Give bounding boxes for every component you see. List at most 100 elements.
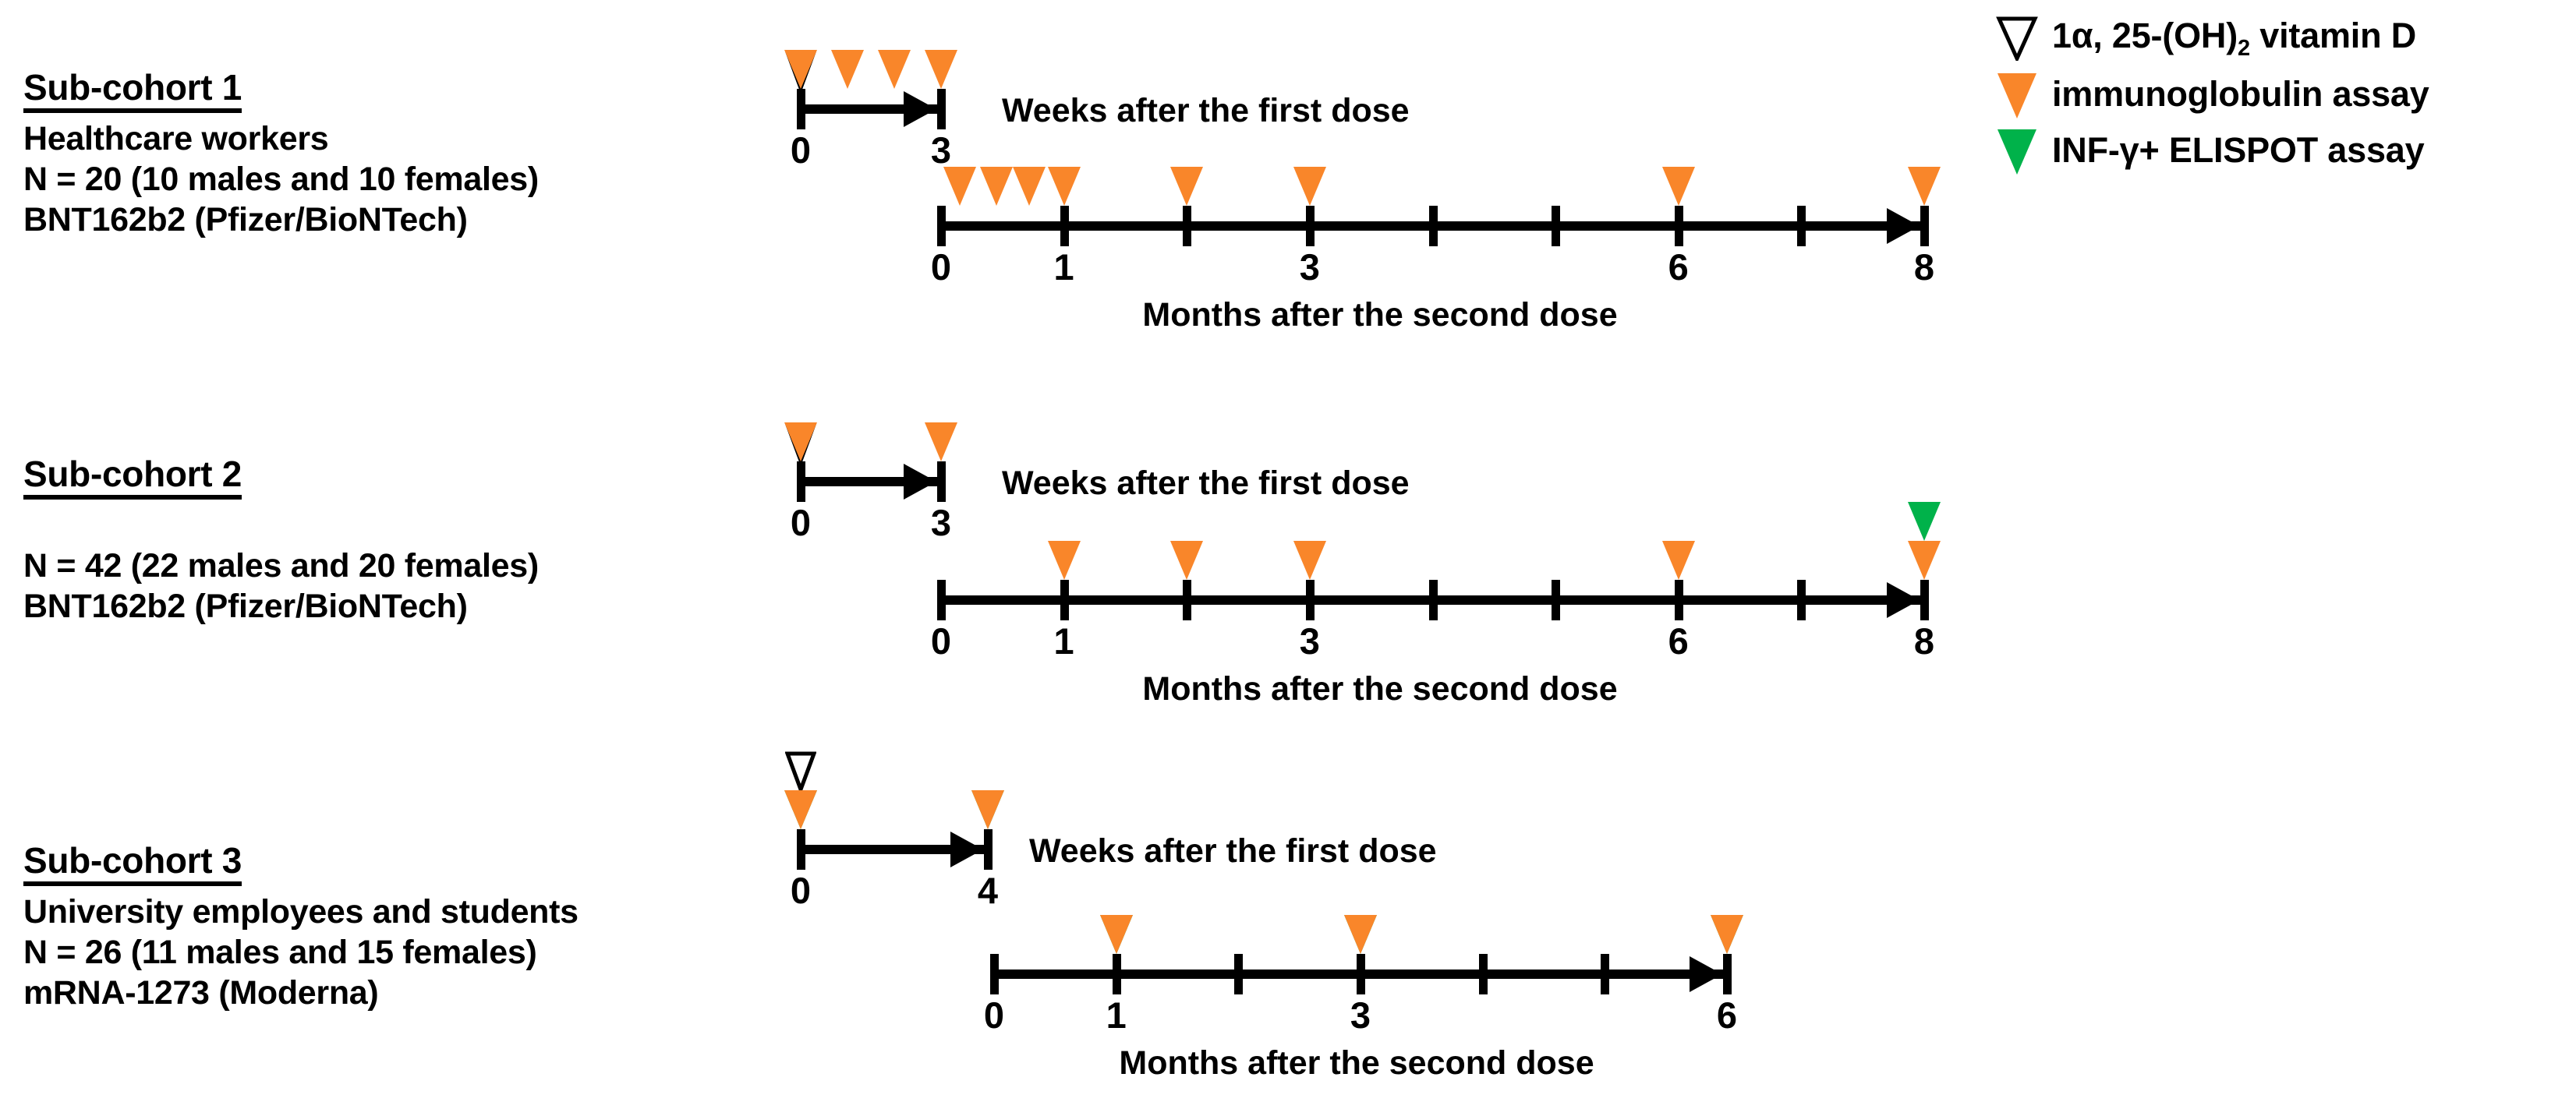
cohort-1-months-tick-label-3: 3 [1299, 246, 1320, 288]
orange-triangle-marker-icon [1996, 72, 2038, 118]
cohort-1-weeks-orange-marker [878, 50, 911, 89]
cohort-1-weeks-orange-marker [831, 50, 864, 89]
cohort-3-weeks-tick-label-0: 0 [790, 870, 812, 911]
cohort-2-months-tick-4 [1428, 580, 1438, 620]
cohort-2-months-tick-label-1: 1 [1053, 620, 1074, 662]
cohort-2-weeks-tick-label-0: 0 [790, 502, 812, 543]
cohort-2-months-arrowhead-icon [1887, 582, 1920, 618]
legend-label-2: immunoglobulin assay [2052, 74, 2429, 114]
cohort-1-months-tick-1 [1060, 206, 1069, 246]
legend-label-1: 1α, 25-(OH)2 vitamin D [2052, 15, 2416, 61]
cohort-3-weeks-orange-marker [971, 790, 1004, 829]
cohort-2-title: Sub-cohort 2 [23, 454, 242, 500]
cohort-3-months-tick-1 [1112, 954, 1121, 994]
cohort-1-months-tick-2 [1183, 206, 1192, 246]
cohort-1-weeks-tick-0 [797, 89, 805, 129]
cohort-3-description: Sub-cohort 3 University employees and stu… [23, 841, 579, 1013]
cohort-2-months-orange-marker [1170, 541, 1204, 580]
cohort-1-months-tick-6 [1674, 206, 1683, 246]
cohort-1-line-1: Healthcare workers [23, 119, 329, 157]
cohort-2-weeks-orange-marker [925, 422, 957, 461]
green-triangle-glyph [1997, 129, 2036, 175]
cohort-3-months-tick-label-0: 0 [983, 994, 1005, 1036]
cohort-3-line-2: N = 26 (11 males and 15 females) [23, 933, 537, 971]
cohort-1-months-tick-5 [1552, 206, 1561, 246]
cohort-1-months-tick-label-6: 6 [1668, 246, 1689, 288]
cohort-3-line-1: University employees and students [23, 892, 579, 931]
cohort-2-line-2: N = 42 (22 males and 20 females) [23, 546, 539, 585]
cohort-3-months-caption: Months after the second dose [1119, 1044, 1594, 1082]
cohort-3-months-tick-label-1: 1 [1106, 994, 1127, 1036]
cohort-2-months-tick-8 [1920, 580, 1929, 620]
cohort-2-months-orange-marker [1661, 541, 1695, 580]
legend-row-3: INF-γ+ ELISPOT assay [1996, 126, 2429, 175]
cohort-1-months-tick-0 [937, 206, 946, 246]
cohort-3-months-tick-5 [1601, 954, 1610, 994]
cohort-1-months-orange-marker [1047, 167, 1081, 206]
cohort-1-weeks-arrowhead-icon [904, 91, 936, 127]
cohort-3-months-tick-6 [1723, 954, 1732, 994]
cohort-1-months-orange-marker [1661, 167, 1695, 206]
figure-legend: 1α, 25-(OH)2 vitamin D immunoglobulin ass… [1996, 14, 2429, 182]
cohort-3-months-arrowhead-icon [1690, 956, 1722, 992]
cohort-3-months-tick-3 [1357, 954, 1365, 994]
cohort-2-months-orange-marker [1908, 541, 1941, 580]
cohort-1-line-3: BNT162b2 (Pfizer/BioNTech) [23, 200, 468, 238]
cohort-1-months-tick-3 [1305, 206, 1315, 246]
cohort-2-months-tick-2 [1183, 580, 1192, 620]
cohort-1-weeks-orange-marker [925, 50, 957, 89]
cohort-1-months-caption: Months after the second dose [1142, 296, 1618, 334]
cohort-2-months-caption: Months after the second dose [1142, 670, 1618, 708]
cohort-2-weeks-caption: Weeks after the first dose [1002, 464, 1410, 502]
cohort-3-months-tick-label-3: 3 [1350, 994, 1371, 1036]
cohort-2-description: Sub-cohort 2 N = 42 (22 males and 20 fema… [23, 454, 539, 627]
cohort-2-weeks-tick-0 [797, 461, 805, 502]
cohort-1-months-tick-7 [1797, 206, 1806, 246]
cohort-3-line-3: mRNA-1273 (Moderna) [23, 973, 379, 1012]
cohort-1-weeks-orange-marker [784, 50, 817, 89]
cohort-2-weeks-tick-3 [937, 461, 946, 502]
cohort-1-months-tick-label-8: 8 [1913, 246, 1935, 288]
cohort-2-months-orange-marker [1047, 541, 1081, 580]
cohort-1-months-orange-marker [1908, 167, 1941, 206]
cohort-3-months-orange-marker [1099, 915, 1133, 954]
cohort-2-months-tick-5 [1552, 580, 1561, 620]
cohort-1-months-arrowhead-icon [1887, 208, 1920, 244]
cohort-2-months-tick-label-3: 3 [1299, 620, 1320, 662]
cohort-3-weeks-arrowhead-icon [950, 832, 983, 867]
cohort-2-months-tick-1 [1060, 580, 1069, 620]
cohort-3-title: Sub-cohort 3 [23, 841, 242, 886]
cohort-2-months-tick-label-8: 8 [1913, 620, 1935, 662]
cohort-1-line-2: N = 20 (10 males and 10 females) [23, 160, 539, 198]
legend-label-3: INF-γ+ ELISPOT assay [2052, 130, 2425, 170]
cohort-3-weeks-axis-line [801, 845, 988, 854]
cohort-2-months-tick-label-0: 0 [930, 620, 952, 662]
cohort-1-title: Sub-cohort 1 [23, 68, 242, 113]
cohort-2-months-tick-0 [937, 580, 946, 620]
cohort-3-months-orange-marker [1344, 915, 1377, 954]
cohort-1-months-orange-marker [1293, 167, 1326, 206]
cohort-1-weeks-caption: Weeks after the first dose [1002, 92, 1410, 129]
cohort-2-months-orange-marker [1293, 541, 1326, 580]
cohort-2-line-3: BNT162b2 (Pfizer/BioNTech) [23, 587, 468, 625]
white-triangle-marker-icon [1996, 16, 2038, 61]
cohort-1-months-orange-marker [1013, 167, 1046, 206]
cohort-1-months-orange-marker [979, 167, 1013, 206]
legend-row-2: immunoglobulin assay [1996, 70, 2429, 118]
cohort-2-months-green-marker [1908, 502, 1941, 541]
cohort-3-weeks-orange-marker [784, 790, 817, 829]
cohort-2-weeks-orange-marker [784, 422, 817, 461]
cohort-2-line-1 [23, 505, 539, 546]
cohort-3-months-tick-4 [1478, 954, 1488, 994]
cohort-1-weeks-tick-label-3: 3 [930, 129, 952, 171]
cohort-2-months-tick-6 [1674, 580, 1683, 620]
cohort-3-weeks-caption: Weeks after the first dose [1029, 832, 1437, 870]
cohort-3-weeks-tick-label-4: 4 [977, 870, 999, 911]
cohort-2-months-tick-label-6: 6 [1668, 620, 1689, 662]
cohort-3-weeks-white-marker [785, 751, 816, 792]
cohort-1-months-tick-label-0: 0 [930, 246, 952, 288]
cohort-2-months-tick-7 [1797, 580, 1806, 620]
cohort-1-weeks-tick-3 [937, 89, 946, 129]
